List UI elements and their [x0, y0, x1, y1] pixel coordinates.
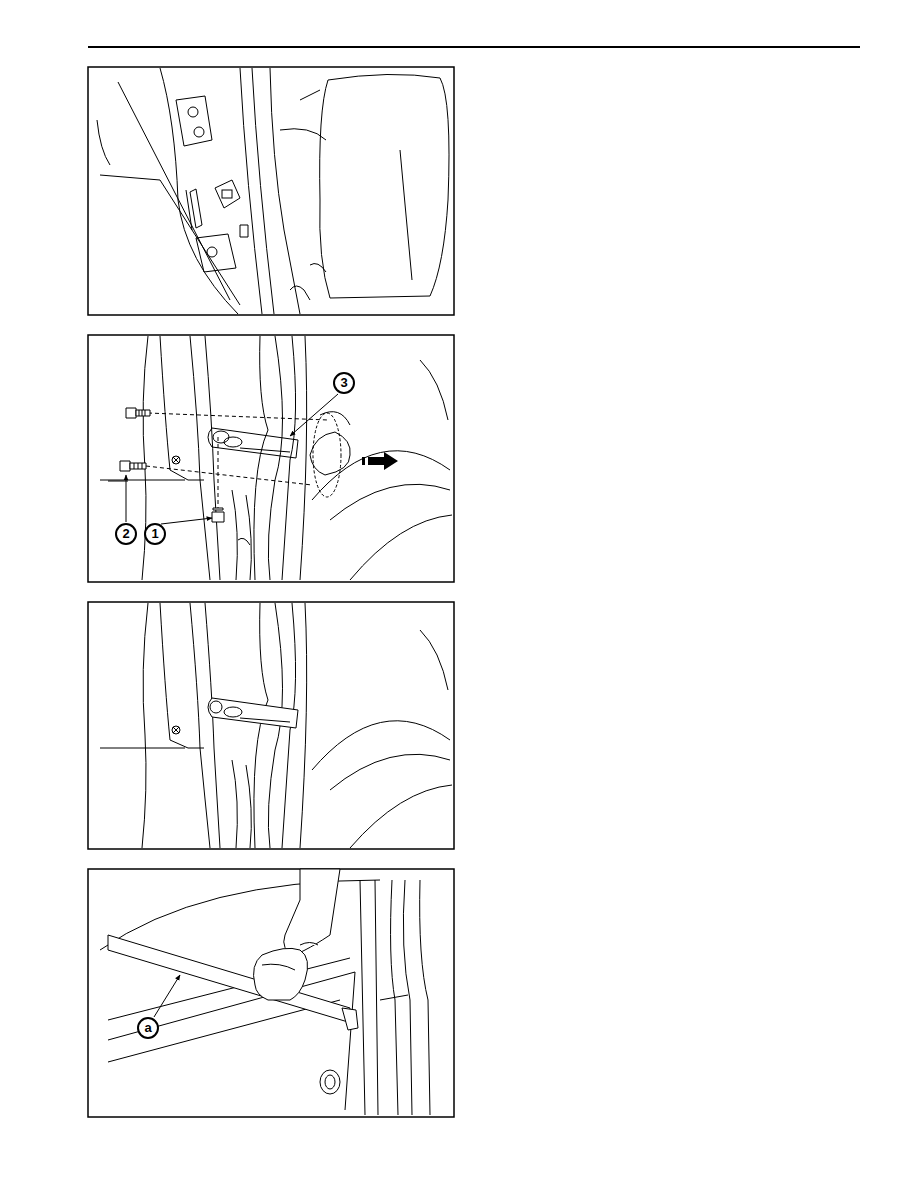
- callout-number: 1: [144, 523, 166, 545]
- callout-number: a: [137, 1017, 159, 1039]
- callout-number: 3: [333, 372, 355, 394]
- callout-number: 2: [115, 523, 137, 545]
